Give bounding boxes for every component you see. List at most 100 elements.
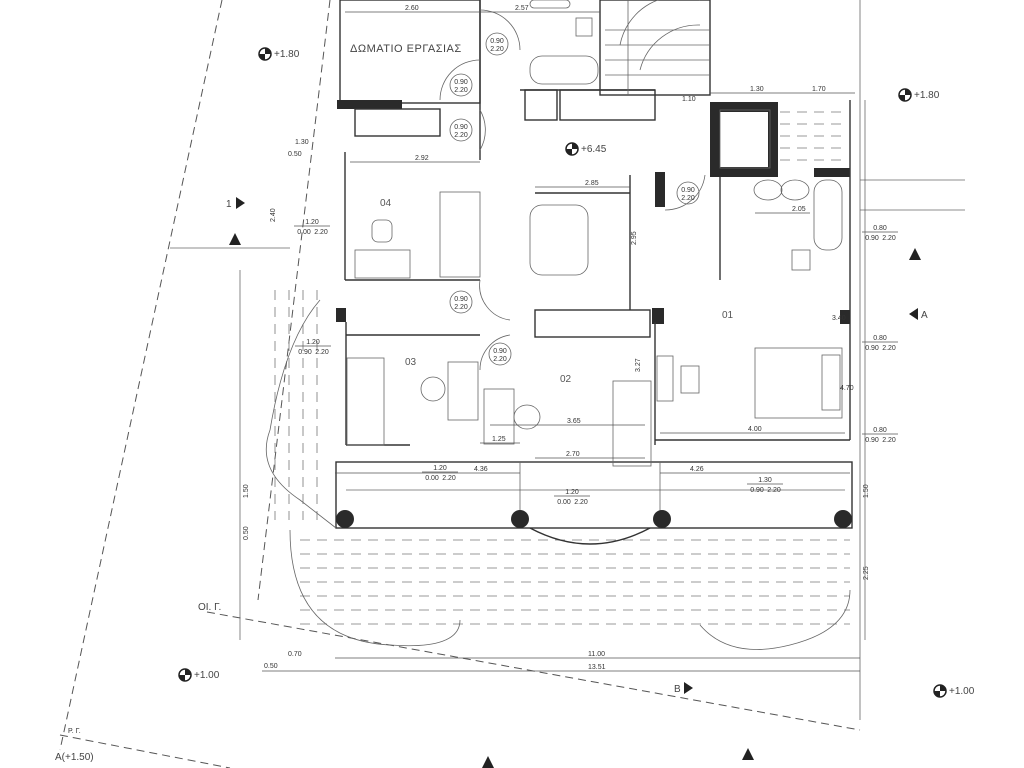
door-tag (485, 32, 509, 56)
column (336, 510, 354, 528)
terrace-edge (699, 589, 851, 650)
boundary-label: ΟΙ. Γ. (198, 602, 221, 613)
dimension-label: 2.85 (585, 180, 599, 187)
section-arrow-icon (684, 682, 693, 694)
section-arrow-icon (909, 308, 918, 320)
door-height: 2.20 (493, 356, 507, 363)
door-swings (439, 9, 706, 371)
door-height: 2.20 (454, 132, 468, 139)
window-height: 2.20 (767, 487, 781, 494)
dimension-label: 3.40 (832, 315, 846, 322)
room-title: ΔΩΜΑΤΙΟ ΕΡΓΑΣΙΑΣ (350, 43, 462, 55)
door-tag (488, 342, 512, 366)
door-width: 0.90 (681, 187, 695, 194)
level-label: +6.45 (581, 144, 607, 155)
door-width: 0.90 (454, 124, 468, 131)
section-mark-label: A (921, 310, 928, 321)
dimension-label: 1.30 (750, 86, 764, 93)
columns (336, 510, 852, 528)
level-label: +1.80 (914, 90, 940, 101)
dimension-label: 0.50 (288, 151, 302, 158)
window-width: 0.80 (873, 335, 887, 342)
window-height: 2.20 (574, 499, 588, 506)
door-tag (449, 73, 473, 97)
dimension-label: 13.51 (588, 664, 606, 671)
window-sill: 0.00 (557, 499, 571, 506)
door-tag (449, 118, 473, 142)
door-width: 0.90 (454, 79, 468, 86)
dimension-label: 4.36 (474, 466, 488, 473)
level-marker-fill (179, 669, 191, 681)
window-height: 2.20 (882, 345, 896, 352)
staircase (605, 0, 710, 95)
level-marker-fill (899, 89, 911, 101)
dimension-label: 3.27 (635, 358, 642, 372)
window-width: 1.30 (758, 477, 772, 484)
section-arrow-icon (742, 748, 754, 760)
door-height: 2.20 (490, 46, 504, 53)
dimension-label: 4.26 (690, 466, 704, 473)
level-marker-fill (259, 48, 271, 60)
dimension-label: 4.70 (840, 385, 854, 392)
dimension-label: 2.05 (792, 206, 806, 213)
level-marker-fill (934, 685, 946, 697)
furniture (346, 0, 843, 467)
window-width: 0.80 (873, 427, 887, 434)
boundary-label: Ρ. Γ. (68, 728, 81, 735)
section-mark-label: 1 (226, 199, 232, 210)
window-sill: 0.90 (865, 437, 879, 444)
column (511, 510, 529, 528)
window-height: 2.20 (315, 349, 329, 356)
door-height: 2.20 (454, 304, 468, 311)
window-sill: 0.90 (865, 345, 879, 352)
door-height: 2.20 (454, 87, 468, 94)
dimension-label: 1.10 (682, 96, 696, 103)
window-height: 2.20 (442, 475, 456, 482)
window-sill: 0.90 (865, 235, 879, 242)
column (653, 510, 671, 528)
room-number: 02 (560, 374, 572, 385)
door-tag (676, 181, 700, 205)
dimension-label: 2.25 (863, 566, 870, 580)
column (834, 510, 852, 528)
dimension-label: 0.50 (243, 526, 250, 540)
door-width: 0.90 (454, 296, 468, 303)
dimension-label: 2.70 (566, 451, 580, 458)
terrace-edge (266, 299, 337, 529)
room-number: 04 (380, 198, 392, 209)
paved-terrace (274, 111, 850, 625)
room-number: 01 (722, 310, 734, 321)
window-sill: 0.90 (298, 349, 312, 356)
dimension-label: 2.60 (405, 5, 419, 12)
room-number: 03 (405, 357, 417, 368)
section-arrow-icon (236, 197, 245, 209)
level-label: +1.00 (194, 670, 220, 681)
window-height: 2.20 (314, 229, 328, 236)
window-height: 2.20 (882, 235, 896, 242)
section-arrow-icon (482, 756, 494, 768)
dimension-label: 1.25 (492, 436, 506, 443)
dimension-label: 1.50 (863, 484, 870, 498)
dimension-label: 2.57 (515, 5, 529, 12)
window-width: 1.20 (305, 219, 319, 226)
terrace-edge (289, 529, 461, 647)
dimension-label: 1.30 (295, 139, 309, 146)
window-width: 0.80 (873, 225, 887, 232)
walls (335, 0, 853, 529)
property-boundaries (59, 0, 965, 768)
dimension-label: 1.50 (243, 484, 250, 498)
dimension-label: 0.50 (264, 663, 278, 670)
level-label: +1.80 (274, 49, 300, 60)
dimension-label: 3.65 (567, 418, 581, 425)
section-arrow-icon (909, 248, 921, 260)
dimension-label: 2.95 (631, 231, 638, 245)
dimension-label: 1.70 (812, 86, 826, 93)
level-label: A(+1.50) (55, 752, 94, 763)
plan-labels: ΔΩΜΑΤΙΟ ΕΡΓΑΣΙΑΣ+1.80+6.45+1.80+1.00+1.0… (55, 5, 975, 768)
window-sill: 0.90 (750, 487, 764, 494)
door-tag (449, 290, 473, 314)
dimension-label: 2.40 (270, 208, 277, 222)
door-height: 2.20 (681, 195, 695, 202)
dimension-label: 4.00 (748, 426, 762, 433)
window-height: 2.20 (882, 437, 896, 444)
